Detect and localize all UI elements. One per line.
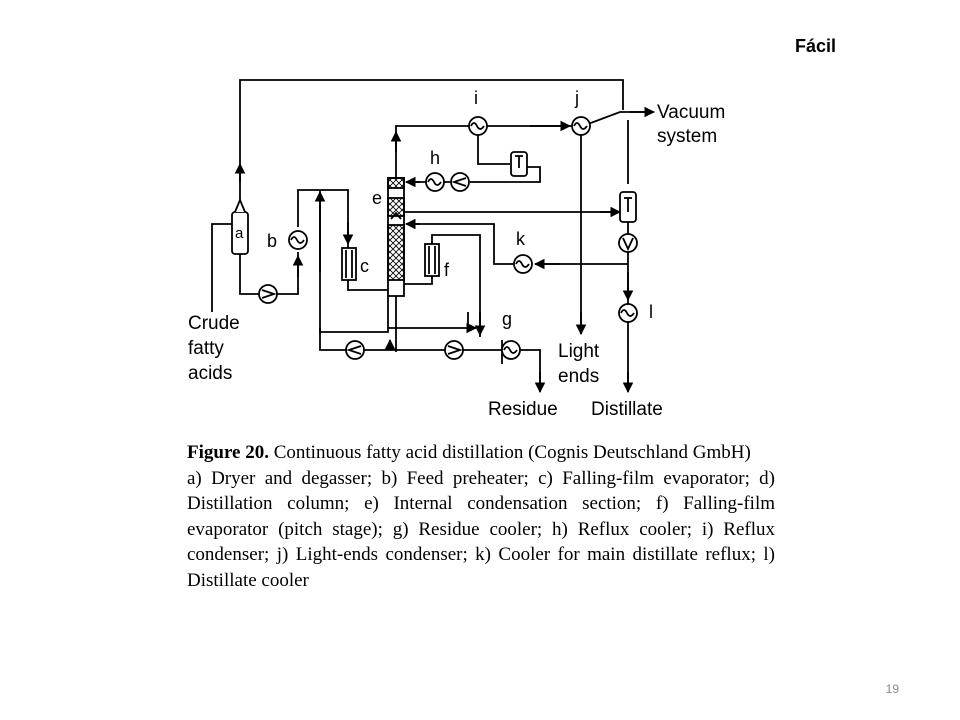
a-to-pump-line <box>239 254 259 295</box>
light-ends-label-1: Light <box>558 341 600 362</box>
figure-caption: Figure 20. Continuous fatty acid distill… <box>187 440 775 593</box>
label-c: c <box>360 256 369 276</box>
figure-legend: a) Dryer and degasser; b) Feed preheater… <box>187 467 775 591</box>
label-g: g <box>502 309 512 329</box>
residue-label: Residue <box>488 399 558 420</box>
distillate-label: Distillate <box>591 399 663 420</box>
label-j: j <box>574 88 579 108</box>
difficulty-tag: Fácil <box>794 36 836 56</box>
b-to-c-line <box>297 189 349 248</box>
feed-pump <box>258 284 278 304</box>
label-b: b <box>267 231 277 251</box>
bottom-pump-2 <box>444 340 464 360</box>
feed-label-3: acids <box>188 363 232 384</box>
figure-title: Continuous fatty acid distillation (Cogn… <box>273 442 751 463</box>
label-i: i <box>474 88 478 108</box>
feed-label-2: fatty <box>188 338 224 359</box>
reflux-pump <box>450 172 470 192</box>
label-h: h <box>430 148 440 168</box>
feed-line <box>211 223 237 312</box>
process-flow-svg: a b c e f g h i j k l Crude fatty acids … <box>188 79 725 420</box>
label-f: f <box>444 260 450 280</box>
bottom-pump-1 <box>345 340 365 360</box>
label-l: l <box>649 302 653 322</box>
vacuum-label-1: Vacuum <box>657 102 725 123</box>
vacuum-label-2: system <box>657 126 717 147</box>
light-ends-label-2: ends <box>558 366 599 387</box>
evaporator-f <box>424 243 440 277</box>
figure-label: Figure 20. <box>187 442 269 463</box>
label-e: e <box>372 188 382 208</box>
label-k: k <box>516 229 526 249</box>
page-number: 19 <box>885 682 899 696</box>
feed-label-1: Crude <box>188 313 240 334</box>
evaporator-c <box>341 247 357 281</box>
process-flow-diagram: a b c e f g h i j k l Crude fatty acids … <box>180 72 780 427</box>
top-return-line <box>239 79 624 212</box>
label-a: a <box>235 225 244 242</box>
